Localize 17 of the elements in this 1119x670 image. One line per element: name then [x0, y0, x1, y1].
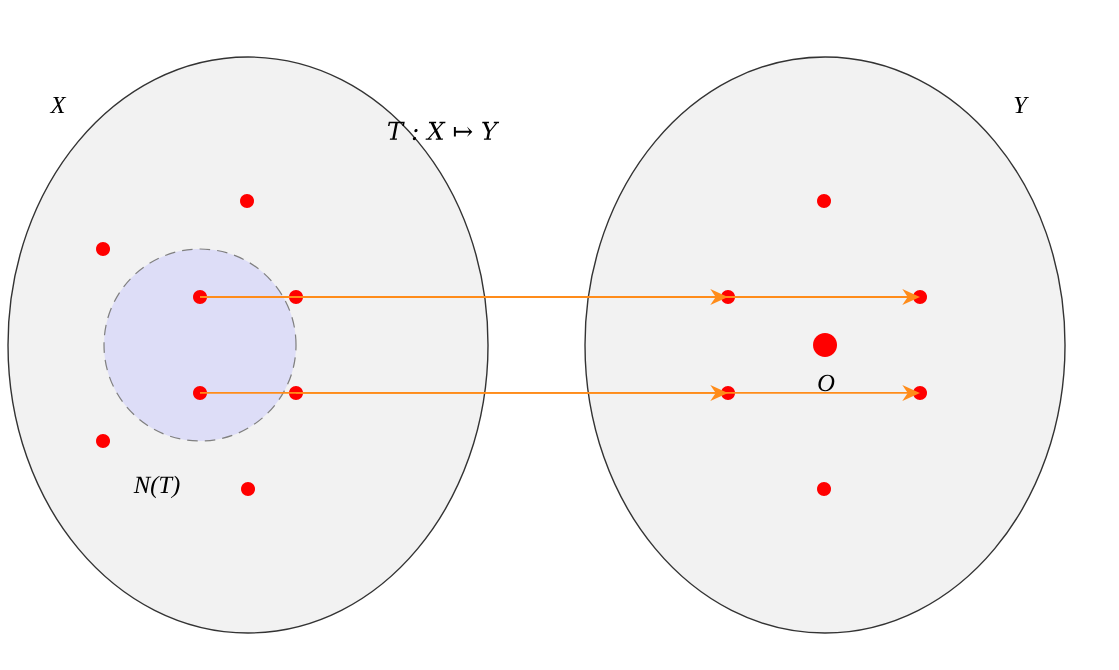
point — [193, 386, 207, 400]
point — [721, 290, 735, 304]
point — [240, 194, 254, 208]
point — [193, 290, 207, 304]
point — [721, 386, 735, 400]
point-label: O — [818, 374, 835, 392]
point — [817, 482, 831, 496]
map-label: T : X ↦ Y — [388, 121, 500, 141]
point — [289, 290, 303, 304]
point — [96, 434, 110, 448]
point — [289, 386, 303, 400]
set-label: X — [49, 96, 67, 114]
point — [241, 482, 255, 496]
set-label: N(T) — [133, 475, 180, 499]
set-label: Y — [1014, 96, 1030, 114]
point — [817, 194, 831, 208]
point — [96, 242, 110, 256]
